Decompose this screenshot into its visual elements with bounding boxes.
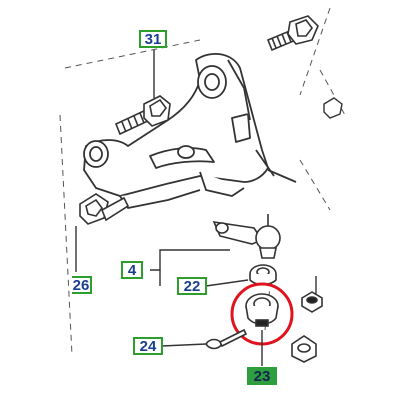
- callout-22[interactable]: 22: [177, 277, 207, 295]
- upper-control-arm: [83, 53, 297, 209]
- callout-23[interactable]: 23: [247, 367, 277, 385]
- leader-22: [205, 279, 249, 287]
- bolt-far-right: [323, 97, 343, 119]
- bushing-23: [245, 293, 279, 327]
- washer-22: [249, 264, 277, 286]
- leader-24: [161, 343, 207, 347]
- cotter-pin-24: [205, 328, 248, 350]
- callout-26[interactable]: 26: [72, 276, 92, 294]
- bolt-26: [79, 193, 130, 225]
- ball-joint: [212, 214, 281, 259]
- callout-31[interactable]: 31: [139, 30, 167, 48]
- nut-right-upper: [301, 291, 323, 313]
- guide-lines: [59, 7, 346, 356]
- nut-right-lower: [291, 335, 317, 363]
- bolt-top-right: [266, 15, 319, 52]
- bolt-31: [114, 95, 171, 136]
- callout-24[interactable]: 24: [133, 337, 163, 355]
- leader-4: [150, 249, 230, 271]
- callout-4[interactable]: 4: [121, 261, 143, 279]
